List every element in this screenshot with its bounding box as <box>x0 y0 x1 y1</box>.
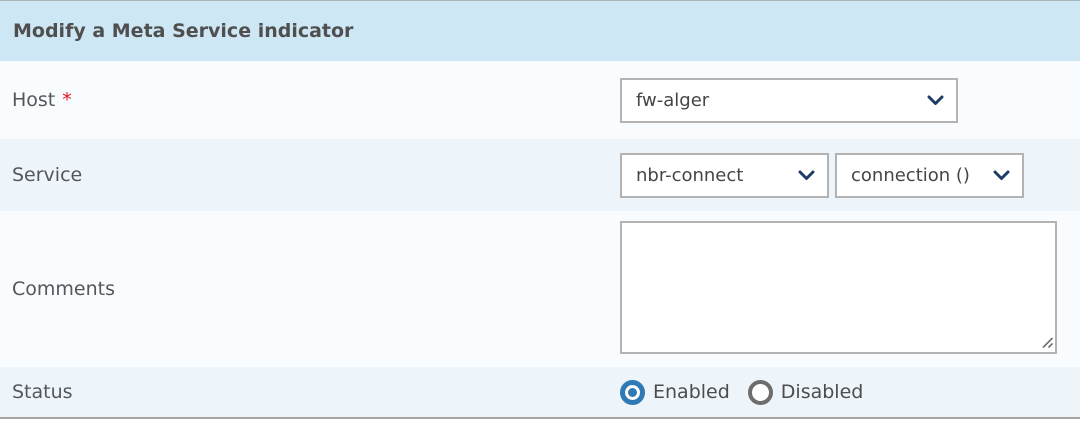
service-label: Service <box>12 164 83 186</box>
service-label-cell: Service <box>0 139 620 211</box>
radio-unselected-icon[interactable] <box>747 379 773 405</box>
comments-label: Comments <box>12 278 115 300</box>
comments-textarea-wrap <box>620 221 1057 354</box>
comments-label-cell: Comments <box>0 211 620 367</box>
service-field-cell: nbr-connect connection () <box>620 139 1080 211</box>
form-row-status: Status Enabled Disabled <box>0 367 1080 417</box>
service-metric-select-value: connection () <box>851 164 970 186</box>
chevron-down-icon <box>927 95 944 105</box>
form-row-host: Host * fw-alger <box>0 61 1080 139</box>
host-label: Host <box>12 89 56 111</box>
status-option-disabled[interactable]: Disabled <box>747 379 864 405</box>
host-label-cell: Host * <box>0 61 620 139</box>
comments-field-cell <box>620 211 1080 367</box>
form-row-comments: Comments <box>0 211 1080 367</box>
host-field-cell: fw-alger <box>620 61 1080 139</box>
radio-selected-icon[interactable] <box>620 379 645 405</box>
required-asterisk: * <box>62 89 72 111</box>
chevron-down-icon <box>993 170 1010 180</box>
page-title: Modify a Meta Service indicator <box>13 20 354 42</box>
service-select[interactable]: nbr-connect <box>620 152 829 198</box>
host-select-value: fw-alger <box>636 89 710 111</box>
chevron-down-icon <box>798 170 815 180</box>
status-field-cell: Enabled Disabled <box>620 367 1080 417</box>
host-select[interactable]: fw-alger <box>620 77 958 123</box>
status-label: Status <box>12 381 73 403</box>
status-disabled-label[interactable]: Disabled <box>780 381 864 403</box>
service-select-value: nbr-connect <box>636 164 744 186</box>
status-label-cell: Status <box>0 367 620 417</box>
status-radio-group: Enabled Disabled <box>620 379 864 405</box>
comments-textarea[interactable] <box>620 221 1057 354</box>
form-row-service: Service nbr-connect connection () <box>0 139 1080 211</box>
status-enabled-label[interactable]: Enabled <box>653 381 730 403</box>
form-header: Modify a Meta Service indicator <box>0 1 1080 61</box>
service-metric-select[interactable]: connection () <box>835 152 1024 198</box>
status-option-enabled[interactable]: Enabled <box>620 379 730 405</box>
